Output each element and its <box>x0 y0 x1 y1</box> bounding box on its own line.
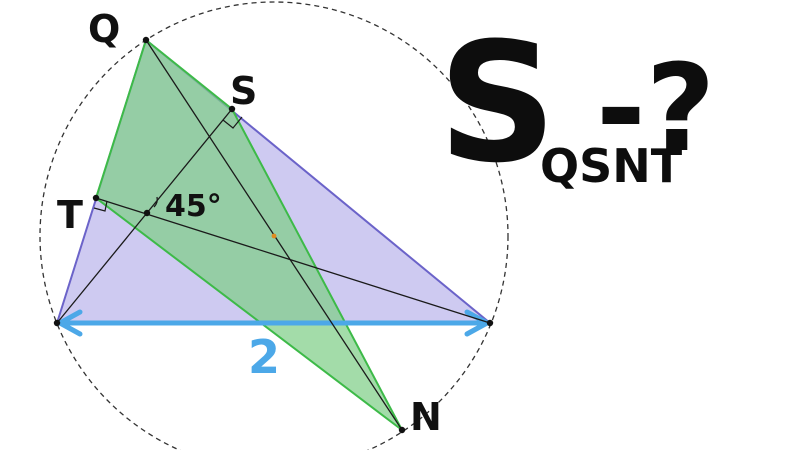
label-S: S <box>230 69 257 113</box>
formula-main: S <box>438 7 557 199</box>
point-B <box>486 319 494 327</box>
line-T-B <box>95 197 491 324</box>
right-angle-marker-S <box>222 116 243 129</box>
label-Q: Q <box>88 7 120 51</box>
point-intersection <box>143 209 151 217</box>
point-N <box>398 426 406 434</box>
formula-subscript: QSNT <box>540 139 683 193</box>
label-T: T <box>57 193 83 237</box>
angle-label: 45° <box>165 189 222 224</box>
point-center <box>271 233 277 239</box>
point-Q <box>142 36 150 44</box>
length-label: 2 <box>248 330 280 384</box>
formula-suffix: -? <box>596 40 715 179</box>
point-S <box>228 105 236 113</box>
circumcircle <box>39 1 509 450</box>
point-T <box>92 194 100 202</box>
point-A <box>53 319 61 327</box>
right-angle-marker-T <box>93 200 108 212</box>
label-N: N <box>410 395 442 439</box>
line-A-S <box>56 108 233 324</box>
angle-arc <box>153 196 158 208</box>
